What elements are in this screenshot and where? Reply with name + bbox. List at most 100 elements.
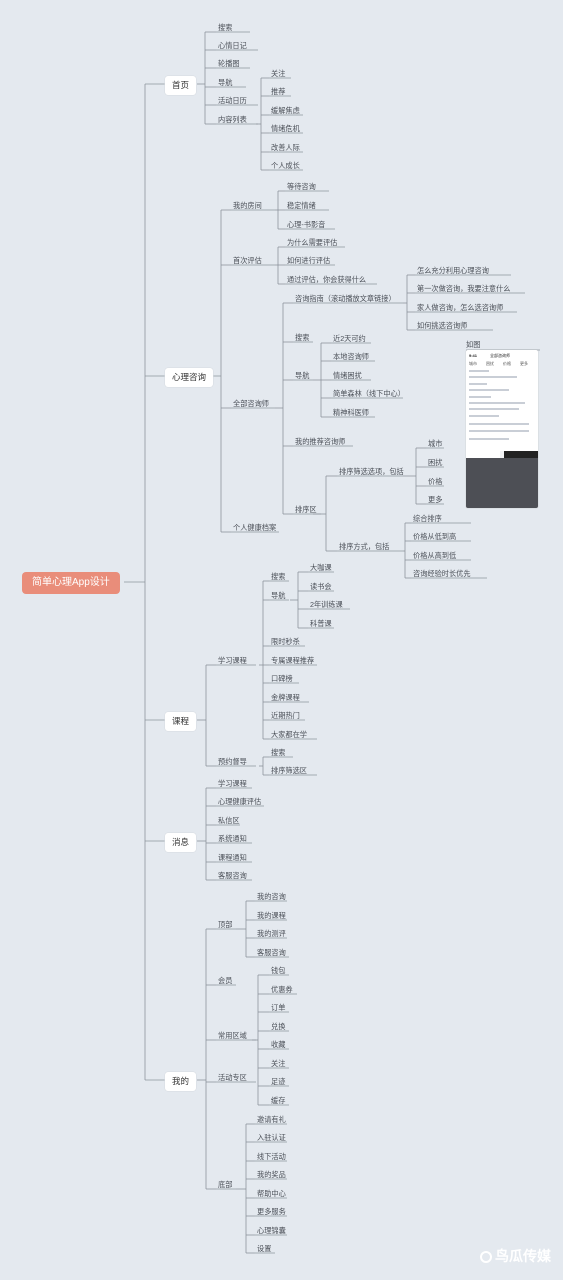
filter-item[interactable]: 价格 [428, 477, 443, 486]
content-list-item[interactable]: 推荐 [271, 87, 286, 96]
content-list-item[interactable]: 情绪危机 [271, 124, 300, 133]
filter-options[interactable]: 排序筛选选项，包括 [339, 467, 404, 476]
sort-item[interactable]: 咨询经验时长优先 [413, 569, 471, 578]
my-room-item[interactable]: 心理-书影音 [287, 220, 326, 229]
bottom-item[interactable]: 邀请有礼 [257, 1115, 286, 1124]
sort-item[interactable]: 价格从低到高 [413, 532, 457, 541]
mine-common[interactable]: 常用区域 [218, 1031, 247, 1040]
sort-area[interactable]: 排序区 [295, 505, 317, 514]
mine-bottom[interactable]: 底部 [218, 1180, 233, 1189]
message-item[interactable]: 客服咨询 [218, 871, 247, 880]
root-node[interactable]: 简单心理App设计 [22, 572, 120, 594]
home-item[interactable]: 导航 [218, 78, 233, 87]
my-room-item[interactable]: 等待咨询 [287, 182, 316, 191]
consult-nav[interactable]: 导航 [295, 371, 310, 380]
home-item[interactable]: 活动日历 [218, 96, 247, 105]
filter-item[interactable]: 困扰 [428, 458, 443, 467]
bottom-item[interactable]: 设置 [257, 1244, 272, 1253]
content-list-item[interactable]: 改善人际 [271, 143, 300, 152]
nav-item[interactable]: 精神科医师 [333, 408, 369, 417]
guide-item[interactable]: 怎么充分利用心理咨询 [417, 266, 489, 275]
guide-item[interactable]: 家人做咨询，怎么选咨询师 [417, 303, 504, 312]
first-eval-item[interactable]: 通过评估，你会获得什么 [287, 275, 367, 284]
course-item[interactable]: 限时秒杀 [271, 637, 300, 646]
section-mine[interactable]: 我的 [165, 1072, 197, 1091]
message-item[interactable]: 系统通知 [218, 834, 247, 843]
course-nav-item[interactable]: 读书会 [310, 582, 332, 591]
content-list-item[interactable]: 关注 [271, 69, 286, 78]
content-list-item[interactable]: 个人成长 [271, 161, 300, 170]
home-item[interactable]: 心情日记 [218, 41, 247, 50]
guide-item[interactable]: 第一次做咨询，我要注意什么 [417, 284, 511, 293]
common-item[interactable]: 优惠券 [271, 985, 293, 994]
course-nav-item[interactable]: 2年训练课 [310, 600, 343, 609]
nav-item[interactable]: 近2天可约 [333, 334, 366, 343]
home-item[interactable]: 轮播图 [218, 59, 240, 68]
mine-top[interactable]: 顶部 [218, 920, 233, 929]
sort-item[interactable]: 价格从高到低 [413, 551, 457, 560]
nav-item[interactable]: 本地咨询师 [333, 352, 369, 361]
section-message[interactable]: 消息 [165, 833, 197, 852]
common-item[interactable]: 钱包 [271, 966, 286, 975]
watermark: 鸟瓜传媒 [480, 1246, 551, 1266]
message-item[interactable]: 私信区 [218, 816, 240, 825]
mine-member[interactable]: 会员 [218, 976, 233, 985]
course-item[interactable]: 导航 [271, 591, 286, 600]
course-item[interactable]: 金牌课程 [271, 693, 300, 702]
section-home[interactable]: 首页 [165, 76, 197, 95]
mine-top-item[interactable]: 客服咨询 [257, 948, 286, 957]
my-room-item[interactable]: 稳定情绪 [287, 201, 316, 210]
section-consult[interactable]: 心理咨询 [165, 368, 214, 387]
my-room[interactable]: 我的房间 [233, 201, 262, 210]
course-item[interactable]: 口碑榜 [271, 674, 293, 683]
message-item[interactable]: 课程通知 [218, 853, 247, 862]
common-item[interactable]: 订单 [271, 1003, 286, 1012]
study-course[interactable]: 学习课程 [218, 656, 247, 665]
course-item[interactable]: 搜索 [271, 572, 286, 581]
first-eval-item[interactable]: 为什么需要评估 [287, 238, 338, 247]
sort-method[interactable]: 排序方式，包括 [339, 542, 390, 551]
nav-item[interactable]: 简单森林（线下中心） [333, 389, 405, 398]
mine-top-item[interactable]: 我的测评 [257, 929, 286, 938]
booking-item[interactable]: 排序筛选区 [271, 766, 307, 775]
course-item[interactable]: 专属课程推荐 [271, 656, 315, 665]
recommended-consultants[interactable]: 我的推荐咨询师 [295, 437, 346, 446]
consult-guide[interactable]: 咨询指南（滚动播放文章链接） [295, 294, 396, 303]
course-item[interactable]: 近期热门 [271, 711, 300, 720]
guide-item[interactable]: 如何挑选咨询师 [417, 321, 468, 330]
bottom-item[interactable]: 更多服务 [257, 1207, 286, 1216]
common-item[interactable]: 收藏 [271, 1040, 286, 1049]
common-item[interactable]: 兑换 [271, 1022, 286, 1031]
bottom-item[interactable]: 入驻认证 [257, 1133, 286, 1142]
filter-item[interactable]: 城市 [428, 439, 443, 448]
mine-activity[interactable]: 活动专区 [218, 1073, 247, 1082]
health-file[interactable]: 个人健康档案 [233, 523, 277, 532]
message-item[interactable]: 学习课程 [218, 779, 247, 788]
home-item[interactable]: 内容列表 [218, 115, 247, 124]
consult-search[interactable]: 搜索 [295, 333, 310, 342]
nav-item[interactable]: 情绪困扰 [333, 371, 362, 380]
all-consultants[interactable]: 全部咨询师 [233, 399, 269, 408]
booking-supervision[interactable]: 预约督导 [218, 757, 247, 766]
booking-item[interactable]: 搜索 [271, 748, 286, 757]
home-item[interactable]: 搜索 [218, 23, 233, 32]
section-course[interactable]: 课程 [165, 712, 197, 731]
first-eval-item[interactable]: 如何进行评估 [287, 256, 331, 265]
first-evaluation[interactable]: 首次评估 [233, 256, 262, 265]
message-item[interactable]: 心理健康评估 [218, 797, 262, 806]
sort-item[interactable]: 综合排序 [413, 514, 442, 523]
bottom-item[interactable]: 线下活动 [257, 1152, 286, 1161]
course-nav-item[interactable]: 大咖课 [310, 563, 332, 572]
filter-item[interactable]: 更多 [428, 495, 443, 504]
bottom-item[interactable]: 我的奖品 [257, 1170, 286, 1179]
course-nav-item[interactable]: 科普课 [310, 619, 332, 628]
common-item[interactable]: 关注 [271, 1059, 286, 1068]
common-item[interactable]: 缓存 [271, 1096, 286, 1105]
course-item[interactable]: 大家都在学 [271, 730, 307, 739]
bottom-item[interactable]: 帮助中心 [257, 1189, 286, 1198]
mine-top-item[interactable]: 我的咨询 [257, 892, 286, 901]
bottom-item[interactable]: 心理锦囊 [257, 1226, 286, 1235]
mine-top-item[interactable]: 我的课程 [257, 911, 286, 920]
common-item[interactable]: 足迹 [271, 1077, 286, 1086]
content-list-item[interactable]: 缓解焦虑 [271, 106, 300, 115]
